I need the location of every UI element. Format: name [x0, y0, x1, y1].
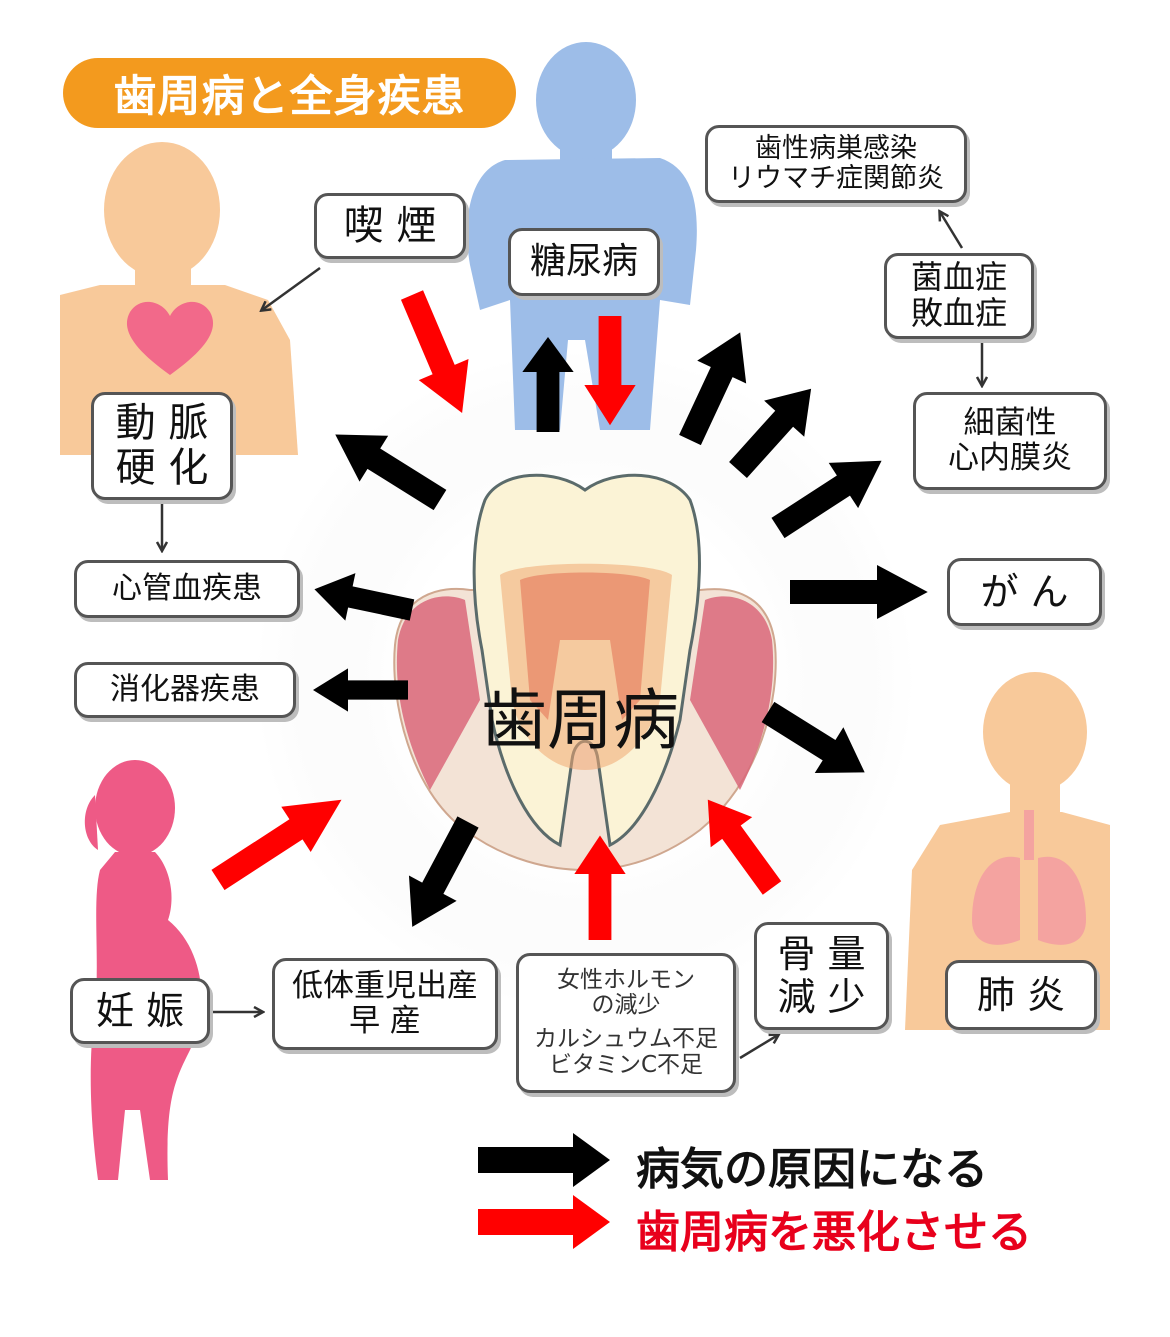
node-shiseibyo-line1: 歯性病巣感染 — [755, 132, 917, 164]
node-teitaiju: 低体重児出産 早 産 — [272, 958, 498, 1050]
node-haien: 肺 炎 — [945, 960, 1097, 1030]
node-tonyobyo-label: 糖尿病 — [529, 240, 638, 282]
node-teitaiju-line1: 低体重児出産 — [292, 968, 478, 1005]
node-kinketsusho-line1: 菌血症 — [910, 258, 1007, 297]
node-saikinsei: 細菌性 心内膜炎 — [913, 392, 1107, 490]
node-joseihormone: 女性ホルモン の減少 カルシュウム不足 ビタミンC不足 — [516, 953, 736, 1093]
node-domyaku-line1: 動 脈 — [115, 400, 209, 447]
heart-icon — [126, 301, 214, 375]
node-ninshin-label: 妊 娠 — [95, 988, 185, 1033]
legend-black-arrow — [478, 1133, 610, 1187]
node-gan: が ん — [947, 558, 1102, 626]
node-kotsuryo-line2: 減 少 — [777, 975, 866, 1019]
center-label: 歯周病 — [481, 682, 679, 759]
legend-black-label: 病気の原因になる — [636, 1144, 988, 1195]
man-heart-figure — [60, 142, 298, 455]
node-teitaiju-line2: 早 産 — [349, 1003, 421, 1039]
node-tonyobyo: 糖尿病 — [508, 228, 660, 296]
node-saikinsei-line1: 細菌性 — [963, 405, 1057, 442]
legend-red-arrow — [478, 1195, 610, 1249]
node-kotsuryo-line1: 骨 量 — [777, 932, 866, 977]
node-saikinsei-line2: 心内膜炎 — [948, 440, 1072, 476]
node-kinketsusho-line2: 敗血症 — [910, 294, 1007, 332]
node-haien-label: 肺 炎 — [976, 972, 1066, 1017]
lungs-icon — [972, 810, 1086, 945]
node-joseihormone-line4: ビタミンC不足 — [548, 1051, 704, 1078]
node-joseihormone-line1: 女性ホルモン — [557, 966, 695, 993]
node-shinkekkan: 心管血疾患 — [74, 560, 300, 618]
node-kotsuryo: 骨 量 減 少 — [754, 922, 889, 1030]
pregnant-woman-figure — [84, 760, 202, 1180]
node-ninshin: 妊 娠 — [70, 978, 210, 1044]
node-domyaku-line2: 硬 化 — [115, 445, 209, 491]
node-shokaki-label: 消化器疾患 — [110, 672, 260, 708]
node-kitsuen: 喫 煙 — [314, 193, 466, 259]
node-kitsuen-label: 喫 煙 — [343, 202, 437, 249]
node-shiseibyo: 歯性病巣感染 リウマチ症関節炎 — [705, 125, 967, 203]
node-domyaku: 動 脈 硬 化 — [91, 392, 233, 500]
tooth-icon — [393, 473, 777, 872]
page-title: 歯周病と全身疾患 — [63, 58, 516, 128]
node-shinkekkan-label: 心管血疾患 — [112, 571, 262, 607]
node-joseihormone-line3: カルシュウム不足 — [534, 1026, 718, 1052]
node-kinketsusho: 菌血症 敗血症 — [884, 253, 1034, 339]
node-joseihormone-line2: の減少 — [591, 992, 661, 1019]
node-gan-label: が ん — [980, 569, 1069, 614]
node-shokaki: 消化器疾患 — [74, 662, 296, 718]
node-shiseibyo-line2: リウマチ症関節炎 — [728, 163, 944, 194]
legend-red-label: 歯周病を悪化させる — [636, 1207, 1032, 1258]
